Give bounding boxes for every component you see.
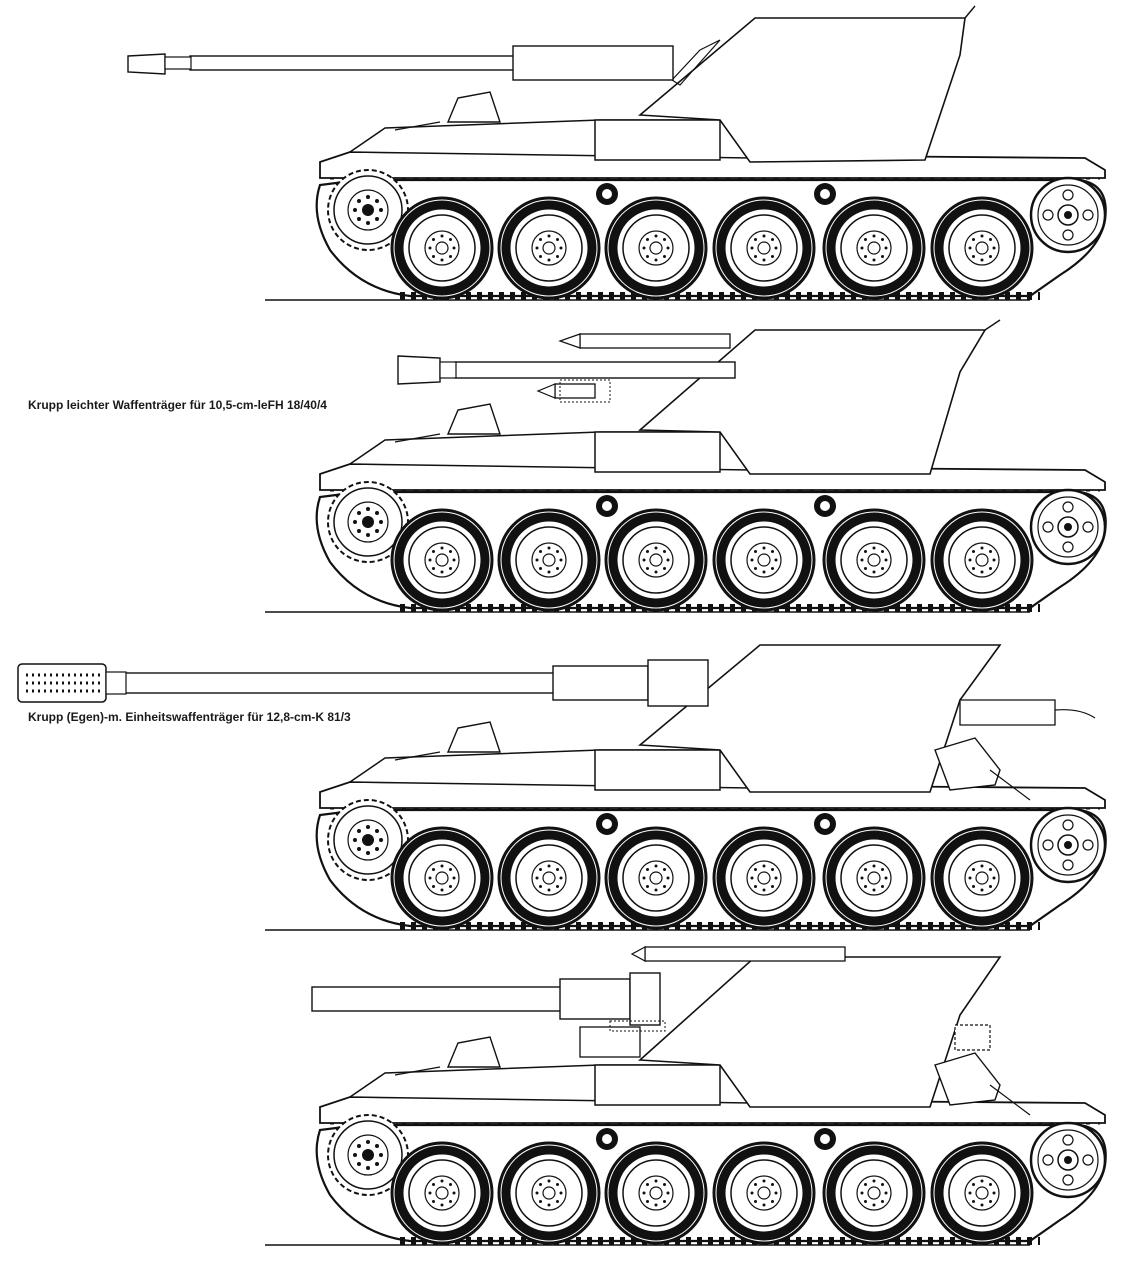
gun-barrel — [311, 945, 846, 1058]
gun-barrel — [127, 45, 674, 81]
vehicle-drawing-1 — [127, 5, 1106, 300]
caption-light-weapon-carrier: Krupp leichter Waffenträger für 10,5-cm-… — [28, 398, 327, 412]
vehicle-drawing-4 — [265, 945, 1106, 1245]
gun-shield — [637, 644, 1002, 793]
gun-barrel — [397, 333, 736, 403]
vehicle-drawing-2 — [265, 319, 1106, 612]
gun-shield — [637, 17, 966, 163]
gun-barrel — [17, 659, 709, 707]
vehicle-drawing-3 — [17, 644, 1106, 930]
caption-unified-weapon-carrier: Krupp (Egen)-m. Einheitswaffenträger für… — [28, 710, 351, 724]
